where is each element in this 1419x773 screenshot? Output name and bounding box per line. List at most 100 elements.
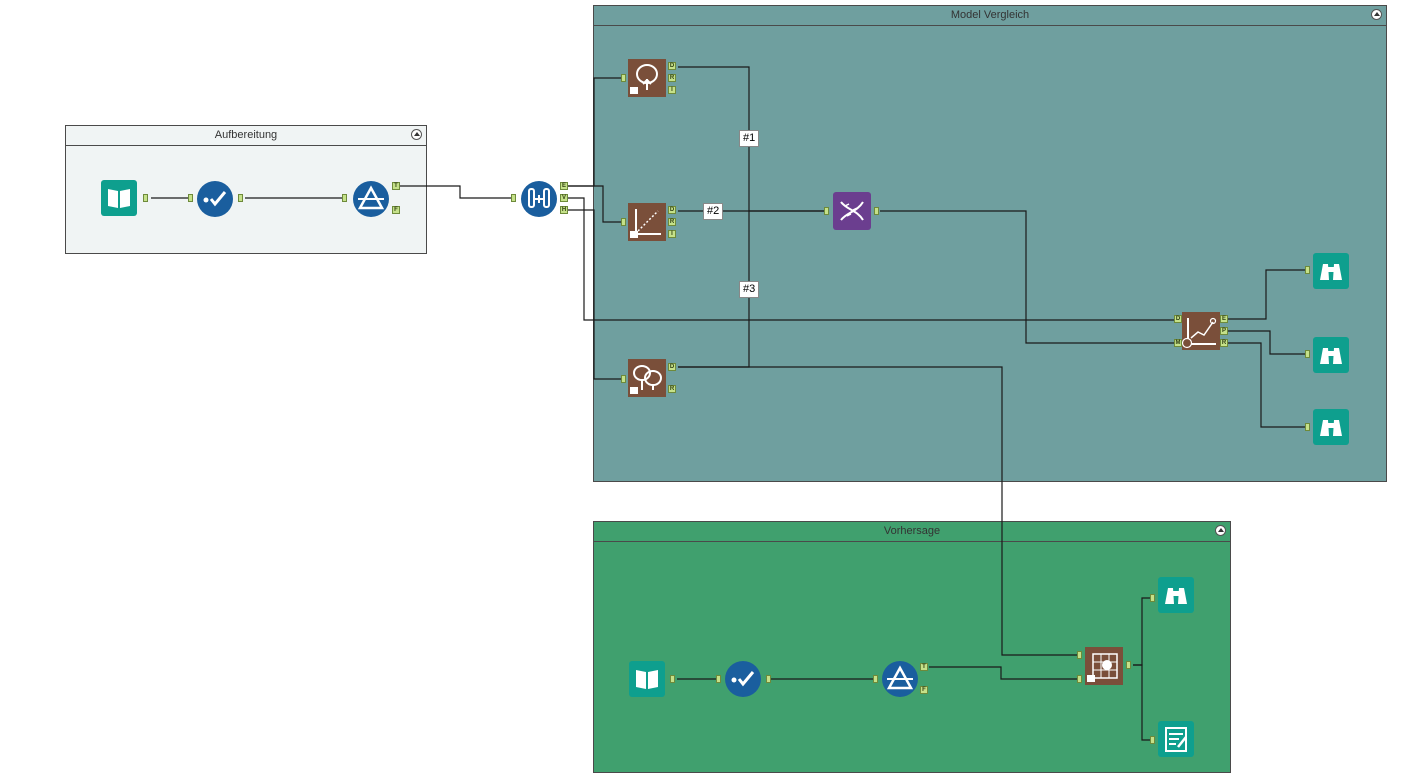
output-anchor[interactable] — [143, 194, 148, 202]
input-anchor[interactable] — [824, 207, 829, 215]
forest-icon — [628, 359, 666, 397]
container-title: Aufbereitung — [214, 129, 278, 141]
output-anchor[interactable] — [766, 675, 771, 683]
input-anchor[interactable] — [621, 218, 626, 226]
model-comparison-tool[interactable] — [1181, 312, 1220, 350]
input-anchor[interactable] — [342, 194, 347, 202]
holdout-anchor[interactable]: H — [560, 206, 568, 214]
wire — [1228, 342, 1306, 428]
wire — [568, 197, 1176, 321]
browse-tool[interactable] — [1313, 409, 1349, 445]
output-anchor[interactable] — [670, 675, 675, 683]
select-checkmark-icon — [725, 661, 761, 697]
filter-prism-icon — [353, 181, 389, 217]
book-icon — [101, 180, 137, 216]
filter-true-anchor[interactable]: T — [392, 182, 400, 190]
r-anchor[interactable]: R — [668, 218, 676, 226]
input-anchor[interactable] — [1077, 675, 1082, 683]
wire — [929, 666, 1078, 680]
connection-label-2: #2 — [703, 203, 724, 220]
report-output-tool[interactable] — [1158, 721, 1194, 757]
input-data-tool[interactable] — [101, 180, 137, 216]
model-comparison-chart-icon — [1181, 312, 1220, 350]
r-anchor[interactable]: R — [668, 74, 676, 82]
select-tool[interactable] — [724, 660, 762, 698]
i-anchor[interactable]: I — [668, 230, 676, 238]
binoculars-icon — [1158, 577, 1194, 613]
input-anchor[interactable] — [716, 675, 721, 683]
union-tool[interactable] — [833, 192, 871, 230]
binoculars-icon — [1313, 253, 1349, 289]
connection-label-3: #3 — [739, 281, 760, 298]
container-vorhersage[interactable]: Vorhersage — [593, 521, 1231, 773]
filter-prism-icon — [882, 661, 918, 697]
input-anchor[interactable] — [873, 675, 878, 683]
output-anchor[interactable] — [1126, 661, 1131, 669]
filter-tool[interactable] — [881, 660, 919, 698]
i-anchor[interactable]: I — [668, 86, 676, 94]
collapse-icon[interactable] — [1215, 525, 1226, 536]
input-anchor[interactable] — [621, 375, 626, 383]
linear-regression-tool[interactable] — [628, 203, 666, 241]
wire — [1228, 269, 1306, 320]
r-anchor[interactable]: R — [1220, 339, 1228, 347]
container-header[interactable]: Aufbereitung — [66, 126, 426, 146]
filter-tool[interactable] — [352, 180, 390, 218]
output-anchor[interactable] — [238, 194, 243, 202]
container-title: Model Vergleich — [950, 9, 1030, 21]
wire — [880, 210, 1176, 344]
linear-regression-icon — [628, 203, 666, 241]
r-anchor[interactable]: R — [668, 385, 676, 393]
collapse-icon[interactable] — [411, 129, 422, 140]
browse-tool[interactable] — [1313, 337, 1349, 373]
browse-tool[interactable] — [1313, 253, 1349, 289]
wire — [1133, 664, 1152, 741]
select-tool[interactable] — [196, 180, 234, 218]
container-header[interactable]: Vorhersage — [594, 522, 1230, 542]
score-icon — [1085, 647, 1123, 685]
wire — [678, 366, 1078, 656]
m-anchor[interactable]: M — [1174, 339, 1182, 347]
input-anchor[interactable] — [1150, 594, 1155, 602]
dna-icon — [833, 192, 871, 230]
decision-tree-tool[interactable] — [628, 59, 666, 97]
e-anchor[interactable]: E — [1220, 315, 1228, 323]
wire — [568, 185, 624, 223]
collapse-icon[interactable] — [1371, 9, 1382, 20]
filter-false-anchor[interactable]: F — [392, 206, 400, 214]
binoculars-icon — [1313, 409, 1349, 445]
estimation-anchor[interactable]: E — [560, 182, 568, 190]
d-anchor[interactable]: D — [668, 206, 676, 214]
tree-icon — [628, 59, 666, 97]
input-anchor[interactable] — [1305, 350, 1310, 358]
wire — [400, 185, 512, 199]
create-samples-tool[interactable] — [520, 180, 558, 218]
report-document-icon — [1158, 721, 1194, 757]
input-anchor[interactable] — [188, 194, 193, 202]
input-anchor[interactable] — [1077, 651, 1082, 659]
select-checkmark-icon — [197, 181, 233, 217]
input-anchor[interactable] — [511, 194, 516, 202]
filter-true-anchor[interactable]: T — [920, 663, 928, 671]
input-anchor[interactable] — [1150, 736, 1155, 744]
d-anchor[interactable]: D — [1174, 315, 1182, 323]
input-data-tool[interactable] — [629, 661, 665, 697]
input-anchor[interactable] — [1305, 266, 1310, 274]
p-anchor[interactable]: P — [1220, 327, 1228, 335]
d-anchor[interactable]: D — [668, 363, 676, 371]
binoculars-icon — [1313, 337, 1349, 373]
browse-tool[interactable] — [1158, 577, 1194, 613]
output-anchor[interactable] — [874, 207, 879, 215]
wire — [1133, 597, 1152, 666]
input-anchor[interactable] — [1305, 423, 1310, 431]
input-anchor[interactable] — [621, 74, 626, 82]
score-tool[interactable] — [1085, 647, 1123, 685]
container-title: Vorhersage — [883, 525, 941, 537]
container-header[interactable]: Model Vergleich — [594, 6, 1386, 26]
book-icon — [629, 661, 665, 697]
d-anchor[interactable]: D — [668, 62, 676, 70]
filter-false-anchor[interactable]: F — [920, 686, 928, 694]
forest-model-tool[interactable] — [628, 359, 666, 397]
validation-anchor[interactable]: V — [560, 194, 568, 202]
